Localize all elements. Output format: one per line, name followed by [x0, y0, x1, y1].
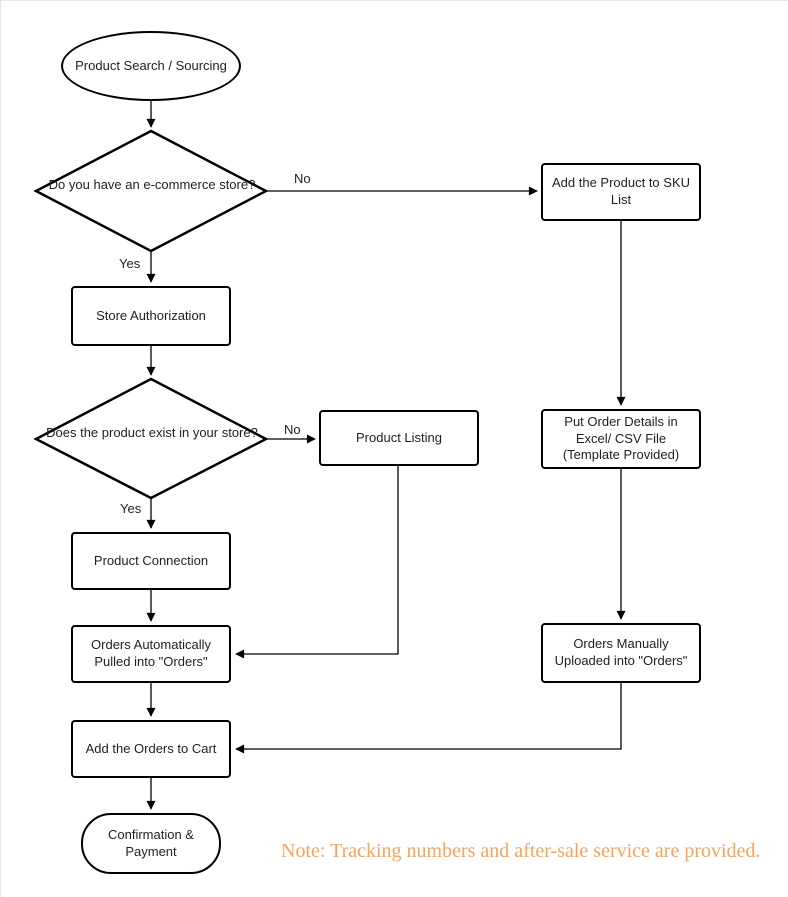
edge-label-exists-yes: Yes	[118, 501, 144, 516]
decision-store-label: Do you have an e-commerce store?	[48, 177, 256, 192]
node-start: Product Search / Sourcing	[61, 31, 241, 101]
edge-listing-to-orders-auto	[235, 466, 399, 659]
decision-product-exists-label: Does the product exist in your store?	[46, 425, 258, 440]
node-add-orders-to-cart: Add the Orders to Cart	[71, 720, 231, 778]
tracking-note: Note: Tracking numbers and after-sale se…	[281, 840, 761, 862]
node-orders-manually-uploaded: Orders Manually Uploaded into "Orders"	[541, 623, 701, 683]
node-product-connection: Product Connection	[71, 532, 231, 590]
node-store-authorization: Store Authorization	[71, 286, 231, 346]
node-add-product-to-sku-list: Add the Product to SKU List	[541, 163, 701, 221]
node-product-listing: Product Listing	[319, 410, 479, 466]
edge-label-store-no: No	[292, 171, 313, 186]
node-confirmation-payment: Confirmation & Payment	[81, 813, 221, 874]
edge-orders-manual-to-cart	[235, 683, 622, 754]
edge-label-exists-no: No	[282, 422, 303, 437]
node-put-order-details: Put Order Details in Excel/ CSV File (Te…	[541, 409, 701, 469]
edge-label-store-yes: Yes	[117, 256, 143, 271]
node-orders-automatically-pulled: Orders Automatically Pulled into "Orders…	[71, 625, 231, 683]
